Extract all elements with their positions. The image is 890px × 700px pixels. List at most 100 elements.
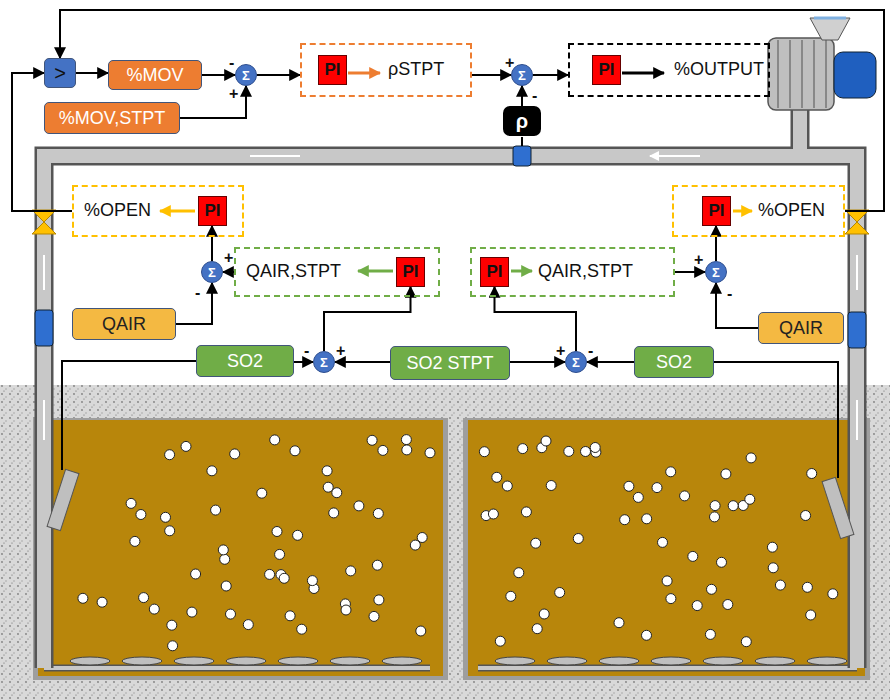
controller-group: ρSTPTPI	[300, 43, 472, 97]
air-bubble	[207, 466, 217, 476]
diffuser	[755, 657, 795, 665]
node-text: PI	[486, 262, 502, 282]
air-bubble	[710, 512, 720, 522]
air-bubble	[633, 492, 643, 502]
air-bubble	[367, 435, 377, 445]
node-text: Σ	[572, 355, 580, 370]
signal-line	[521, 86, 523, 106]
air-bubble	[270, 435, 280, 445]
air-bubble	[130, 536, 140, 546]
signal-line	[60, 10, 884, 211]
air-bubble	[243, 620, 253, 630]
node-text: %MOV,STPT	[59, 108, 165, 129]
node-text: SO2 STPT	[406, 353, 493, 374]
pi-controller: PI	[592, 55, 621, 85]
sign-label: +	[505, 55, 514, 71]
intake-filter	[814, 17, 846, 20]
air-bubble	[378, 445, 388, 455]
air-bubble	[666, 594, 676, 604]
air-pipe	[44, 108, 857, 668]
pi-controller: PI	[318, 55, 347, 85]
air-bubble	[329, 508, 339, 518]
node-text: SO2	[227, 351, 263, 372]
node-text: Σ	[242, 68, 250, 83]
air-bubble	[373, 509, 383, 519]
air-bubble	[546, 481, 556, 491]
air-bubble	[425, 448, 435, 458]
air-bubble	[652, 483, 662, 493]
diffuser	[226, 657, 266, 665]
air-bubble	[775, 580, 785, 590]
air-bubble	[279, 573, 289, 583]
air-bubble	[531, 538, 541, 548]
air-bubble	[717, 557, 727, 567]
air-bubble	[168, 641, 178, 651]
air-bubble	[322, 466, 332, 476]
air-valve	[845, 222, 869, 234]
flow-meter	[848, 312, 866, 348]
air-bubble	[768, 563, 778, 573]
sign-label: +	[556, 343, 565, 359]
air-bubble	[139, 593, 149, 603]
measurement-box: SO2	[634, 346, 714, 378]
signal-line	[335, 361, 390, 363]
diffuser	[330, 657, 370, 665]
air-bubble	[149, 604, 159, 614]
node-text: PI	[598, 60, 614, 80]
blower-intake	[810, 18, 850, 40]
summing-junction: Σ	[235, 64, 257, 86]
air-bubble	[297, 624, 307, 634]
air-bubble	[136, 510, 146, 520]
air-valve	[32, 222, 56, 234]
air-bubble	[181, 441, 191, 451]
flow-arrow	[44, 156, 857, 440]
air-bubble	[167, 620, 177, 630]
pi-output-arrow	[160, 210, 195, 213]
air-bubble	[642, 514, 652, 524]
air-bubble	[417, 533, 427, 543]
air-bubble	[746, 453, 756, 463]
node-text: QAIR	[102, 314, 146, 335]
blower-motor	[834, 52, 876, 98]
selector-box: >	[44, 58, 76, 88]
pi-controller: PI	[396, 257, 425, 287]
sign-label: -	[229, 55, 234, 71]
node-text: %OPEN	[84, 200, 151, 221]
air-bubble	[721, 469, 731, 479]
air-bubble	[666, 467, 676, 477]
air-bubble	[220, 554, 230, 564]
air-bubble	[541, 436, 551, 446]
measurement-box: SO2	[196, 345, 294, 377]
summing-junction: Σ	[201, 261, 223, 283]
air-bubble	[767, 542, 777, 552]
node-text: PI	[708, 201, 724, 221]
tank-wall	[463, 418, 870, 680]
air-bubble	[806, 610, 816, 620]
blower-ribs	[778, 40, 826, 108]
controller-group: %OUTPUTPI	[568, 43, 770, 97]
diffuser	[703, 657, 743, 665]
signal-line	[472, 74, 511, 76]
measurement-box: QAIR	[72, 308, 176, 340]
air-bubble	[307, 576, 317, 586]
air-bubble	[97, 597, 107, 607]
sign-label: +	[336, 343, 345, 359]
signal-box: %MOV	[108, 60, 202, 90]
air-bubble	[323, 482, 333, 492]
sign-label: -	[195, 285, 200, 301]
sign-label: +	[229, 86, 238, 102]
air-bubble	[401, 435, 411, 445]
air-bubble	[741, 637, 751, 647]
node-text: QAIR,STPT	[538, 261, 633, 282]
air-header	[44, 665, 857, 672]
blower-body	[768, 38, 834, 110]
air-bubble	[369, 611, 379, 621]
node-text: %MOV	[126, 65, 183, 86]
air-bubbles	[78, 435, 838, 651]
air-bubble	[372, 560, 382, 570]
air-bubble	[723, 600, 733, 610]
signal-line	[675, 271, 705, 273]
air-bubble	[506, 591, 516, 601]
node-text: PI	[402, 262, 418, 282]
pi-output-arrow	[622, 72, 664, 75]
